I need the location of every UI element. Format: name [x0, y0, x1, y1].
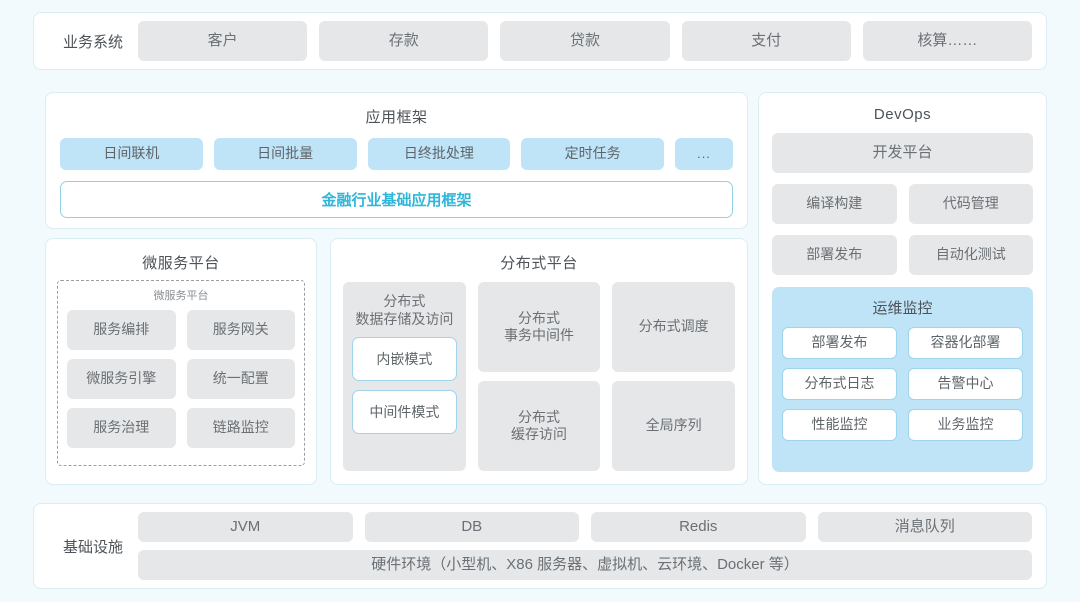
distributed-mode-middleware[interactable]: 中间件模式 [352, 390, 457, 435]
distributed-transaction-column: 分布式 事务中间件 分布式 缓存访问 [477, 282, 601, 471]
microservice-platform-items: 服务编排 服务网关 微服务引擎 统一配置 服务治理 链路监控 [67, 310, 295, 448]
distributed-cache-access-card[interactable]: 分布式 缓存访问 [477, 381, 601, 471]
distributed-transaction-line2: 事务中间件 [504, 327, 574, 343]
distributed-platform-panel: 分布式平台 分布式 数据存储及访问 内嵌模式 中间件模式 分布式 事务中间件 [330, 238, 748, 485]
infrastructure-content: JVM DB Redis 消息队列 硬件环境（小型机、X86 服务器、虚拟机、云… [138, 512, 1032, 580]
application-framework-panel: 应用框架 日间联机 日间批量 日终批处理 定时任务 ... 金融行业基础应用框架 [45, 92, 748, 229]
infrastructure-label: 基础设施 [62, 538, 123, 556]
ops-item-deploy-release[interactable]: 部署发布 [782, 327, 897, 359]
business-system-loan[interactable]: 贷款 [500, 21, 670, 61]
app-framework-chip-eod-batch[interactable]: 日终批处理 [367, 138, 511, 170]
business-system-accounting[interactable]: 核算…… [862, 21, 1033, 61]
distributed-cache-line2: 缓存访问 [511, 426, 567, 442]
microservice-item-unified-config[interactable]: 统一配置 [186, 359, 295, 399]
distributed-data-storage-title-line2: 数据存储及访问 [355, 311, 454, 328]
distributed-transaction-middleware-card[interactable]: 分布式 事务中间件 [477, 282, 601, 372]
distributed-platform-title: 分布式平台 [500, 255, 578, 272]
global-sequence-card[interactable]: 全局序列 [612, 381, 736, 471]
microservice-platform-title: 微服务平台 [142, 255, 220, 272]
business-systems-label: 业务系统 [62, 33, 123, 51]
app-framework-chip-more[interactable]: ... [675, 138, 733, 170]
infrastructure-item-db[interactable]: DB [364, 512, 579, 542]
ops-item-performance-monitoring[interactable]: 性能监控 [782, 409, 897, 441]
application-framework-chips: 日间联机 日间批量 日终批处理 定时任务 ... [60, 138, 733, 170]
app-framework-chip-daytime-batch[interactable]: 日间批量 [213, 138, 357, 170]
microservice-item-trace-monitoring[interactable]: 链路监控 [186, 408, 295, 448]
ops-item-containerized-deploy[interactable]: 容器化部署 [908, 327, 1023, 359]
distributed-mode-embedded[interactable]: 内嵌模式 [352, 337, 457, 382]
distributed-platform-columns: 分布式 数据存储及访问 内嵌模式 中间件模式 分布式 事务中间件 分布式 [343, 282, 736, 471]
infrastructure-item-jvm[interactable]: JVM [138, 512, 353, 542]
distributed-data-storage-title: 分布式 数据存储及访问 [352, 292, 457, 328]
devops-dev-platform-card[interactable]: 开发平台 [772, 133, 1033, 173]
infrastructure-items: JVM DB Redis 消息队列 [138, 512, 1032, 542]
business-systems-items: 客户 存款 贷款 支付 核算…… [138, 21, 1033, 61]
microservice-platform-inner-title: 微服务平台 [153, 290, 209, 302]
microservice-item-governance[interactable]: 服务治理 [67, 408, 176, 448]
devops-items: 编译构建 代码管理 部署发布 自动化测试 [772, 184, 1033, 275]
devops-item-deploy-release[interactable]: 部署发布 [772, 235, 897, 275]
devops-item-compile-build[interactable]: 编译构建 [772, 184, 897, 224]
ops-item-distributed-log[interactable]: 分布式日志 [782, 368, 897, 400]
distributed-data-storage-card[interactable]: 分布式 数据存储及访问 内嵌模式 中间件模式 [343, 282, 466, 471]
ops-monitoring-items: 部署发布 容器化部署 分布式日志 告警中心 性能监控 业务监控 [782, 327, 1023, 441]
distributed-data-storage-title-line1: 分布式 [383, 293, 426, 309]
business-system-customer[interactable]: 客户 [138, 21, 308, 61]
distributed-scheduling-card[interactable]: 分布式调度 [612, 282, 736, 372]
devops-title: DevOps [873, 106, 932, 123]
business-system-payment[interactable]: 支付 [681, 21, 851, 61]
business-systems-panel: 业务系统 客户 存款 贷款 支付 核算…… [33, 12, 1047, 70]
microservice-platform-dashed-group: 微服务平台 服务编排 服务网关 微服务引擎 统一配置 服务治理 链路监控 [57, 280, 305, 466]
financial-base-framework-card[interactable]: 金融行业基础应用框架 [60, 181, 733, 218]
microservice-item-orchestration[interactable]: 服务编排 [67, 310, 176, 350]
hardware-environment-card[interactable]: 硬件环境（小型机、X86 服务器、虚拟机、云环境、Docker 等） [138, 550, 1032, 580]
microservice-item-engine[interactable]: 微服务引擎 [67, 359, 176, 399]
business-system-deposit[interactable]: 存款 [319, 21, 489, 61]
ops-item-alert-center[interactable]: 告警中心 [908, 368, 1023, 400]
distributed-transaction-line1: 分布式 [518, 309, 560, 326]
distributed-storage-column: 分布式 数据存储及访问 内嵌模式 中间件模式 [343, 282, 466, 471]
distributed-cache-line1: 分布式 [518, 408, 560, 425]
application-framework-title: 应用框架 [365, 109, 428, 126]
ops-item-business-monitoring[interactable]: 业务监控 [908, 409, 1023, 441]
microservice-item-gateway[interactable]: 服务网关 [186, 310, 295, 350]
infrastructure-panel: 基础设施 JVM DB Redis 消息队列 硬件环境（小型机、X86 服务器、… [33, 503, 1047, 589]
app-framework-chip-daytime-online[interactable]: 日间联机 [60, 138, 203, 170]
distributed-scheduling-column: 分布式调度 全局序列 [612, 282, 736, 471]
infrastructure-item-redis[interactable]: Redis [591, 512, 806, 542]
devops-item-automated-testing[interactable]: 自动化测试 [908, 235, 1033, 275]
devops-panel: DevOps 开发平台 编译构建 代码管理 部署发布 自动化测试 运维监控 部署… [758, 92, 1047, 485]
app-framework-chip-scheduled-task[interactable]: 定时任务 [521, 138, 664, 170]
devops-item-code-management[interactable]: 代码管理 [908, 184, 1033, 224]
ops-monitoring-title: 运维监控 [872, 300, 933, 317]
infrastructure-item-message-queue[interactable]: 消息队列 [817, 512, 1032, 542]
microservice-platform-panel: 微服务平台 微服务平台 服务编排 服务网关 微服务引擎 统一配置 服务治理 链路… [45, 238, 317, 485]
ops-monitoring-group: 运维监控 部署发布 容器化部署 分布式日志 告警中心 性能监控 业务监控 [772, 287, 1033, 472]
